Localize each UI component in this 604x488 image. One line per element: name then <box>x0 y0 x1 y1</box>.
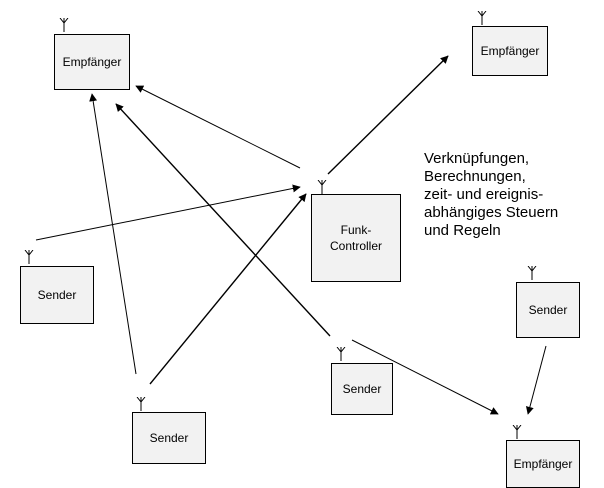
antenna-icon <box>336 347 346 361</box>
arrow-sender-middle-to-receiver-top-left <box>115 103 331 337</box>
receiver-bottom-right-label: Empfänger <box>513 457 573 471</box>
arrow-sender-bottom-left-to-receiver-top-left <box>89 93 137 375</box>
arrow-sender-right-to-receiver-bottom-right <box>525 345 547 415</box>
sender-left-label: Sender <box>37 288 77 302</box>
funk-controller: Funk- Controller <box>311 194 401 282</box>
receiver-top-left-label: Empfänger <box>62 55 122 69</box>
arrow-controller-to-receiver-top-left <box>135 85 301 169</box>
receiver-top-right: Empfänger <box>472 26 548 76</box>
sender-right-label: Sender <box>528 303 568 317</box>
arrow-sender-middle-to-receiver-bottom-right <box>351 339 499 415</box>
sender-middle-label: Sender <box>342 382 382 396</box>
antenna-icon <box>24 250 34 264</box>
antenna-icon <box>136 397 146 411</box>
arrow-sender-left-to-controller <box>35 184 301 241</box>
antenna-icon <box>512 425 522 439</box>
arrow-sender-bottom-left-to-controller <box>149 193 307 385</box>
antenna-icon <box>317 180 327 194</box>
sender-bottom-left: Sender <box>132 412 206 464</box>
receiver-top-right-label: Empfänger <box>480 44 540 58</box>
antenna-icon <box>59 18 69 32</box>
sender-middle: Sender <box>331 363 393 415</box>
controller-label: Funk- Controller <box>329 223 383 253</box>
receiver-bottom-right: Empfänger <box>506 440 580 488</box>
sender-right: Sender <box>516 282 580 338</box>
antenna-icon <box>527 266 537 280</box>
sender-bottom-left-label: Sender <box>149 431 189 445</box>
sender-left: Sender <box>20 266 94 324</box>
arrow-controller-to-receiver-top-right <box>327 55 449 175</box>
function-description: Verknüpfungen, Berechnungen, zeit- und e… <box>424 150 559 239</box>
antenna-icon <box>477 11 487 25</box>
receiver-top-left: Empfänger <box>54 34 130 90</box>
